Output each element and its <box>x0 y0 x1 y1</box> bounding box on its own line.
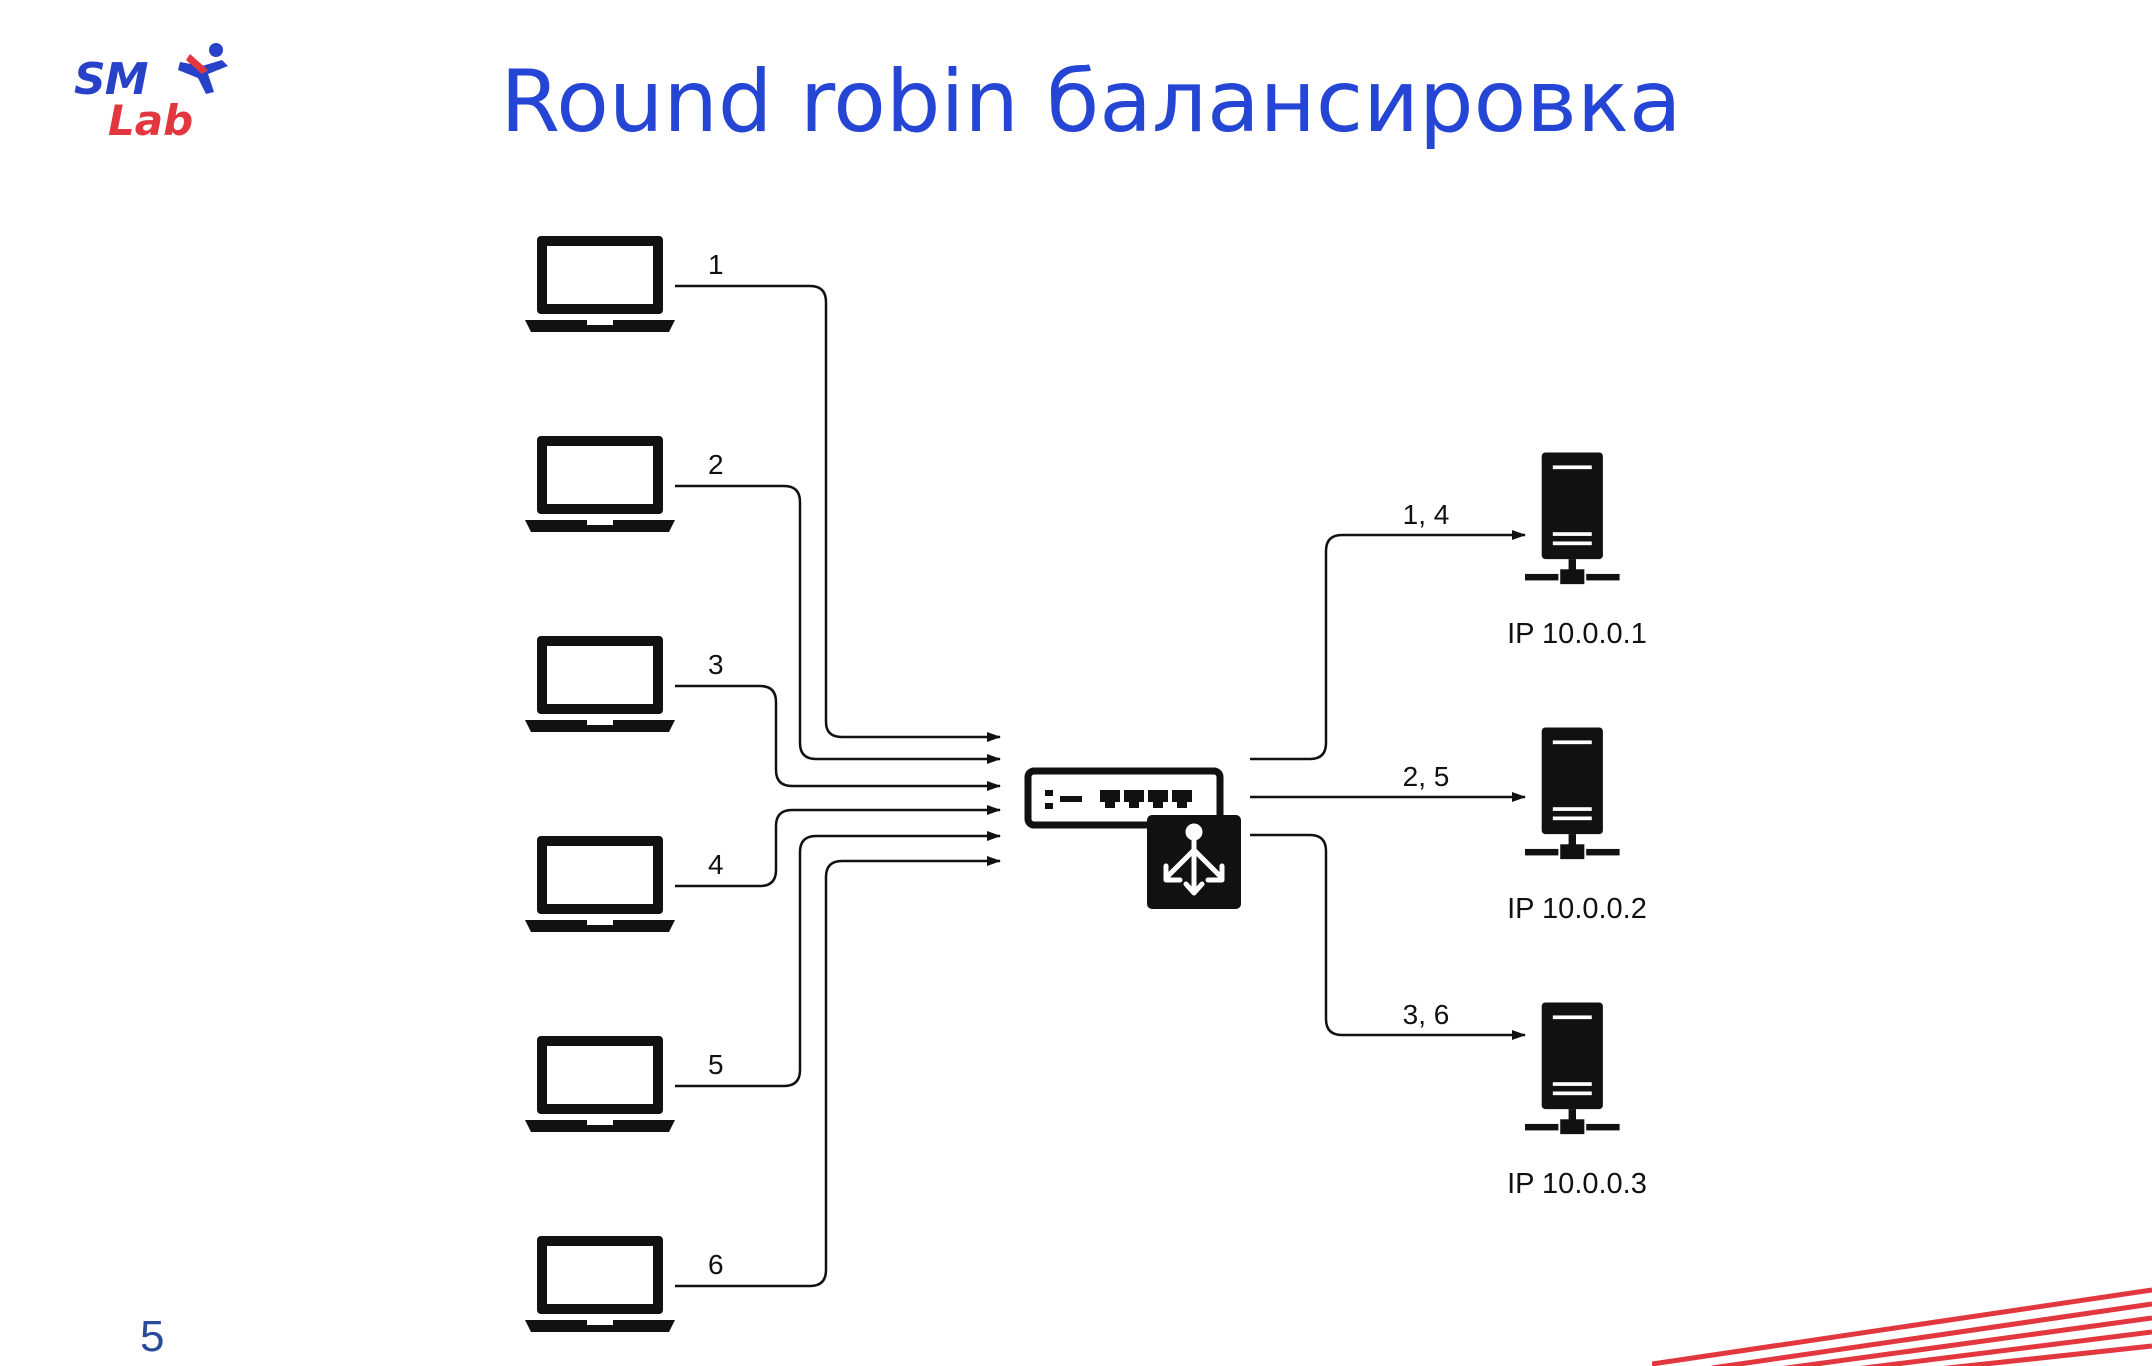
request-labels: 1, 4 2, 5 3, 6 <box>1403 499 1450 1030</box>
servers-group <box>1525 452 1620 1135</box>
logo-text-lab: Lab <box>108 96 194 145</box>
client-labels: 1 2 3 4 5 6 <box>708 249 724 1280</box>
client-label: 5 <box>708 1049 724 1080</box>
client-label: 1 <box>708 249 724 280</box>
laptop-icon <box>525 1036 675 1132</box>
connection-line-3 <box>675 684 1001 791</box>
logo-text-sm: SM <box>74 54 148 105</box>
decorative-stripes <box>1652 1287 2152 1366</box>
client-label: 6 <box>708 1249 724 1280</box>
clients-group <box>525 236 675 1332</box>
server-requests-label: 3, 6 <box>1403 999 1450 1030</box>
client-label: 3 <box>708 649 724 680</box>
server-icon <box>1525 452 1620 585</box>
server-line-1 <box>1250 530 1526 761</box>
server-line-3 <box>1250 833 1526 1040</box>
laptop-icon <box>525 1236 675 1332</box>
runner-icon <box>178 43 228 94</box>
smlab-logo: SM Lab <box>70 40 240 150</box>
load-balancer-icon <box>1024 767 1241 909</box>
server-icon <box>1525 727 1620 860</box>
server-requests-label: 1, 4 <box>1403 499 1450 530</box>
connection-line-6 <box>675 856 1001 1288</box>
laptop-icon <box>525 836 675 932</box>
server-ip-label: IP 10.0.0.3 <box>1507 1168 1647 1200</box>
connection-line-4 <box>675 805 1001 888</box>
laptop-icon <box>525 236 675 332</box>
server-connections <box>1250 530 1526 1040</box>
laptop-icon <box>525 636 675 732</box>
page-number: 5 <box>140 1312 165 1361</box>
laptop-icon <box>525 436 675 532</box>
server-ip-label: IP 10.0.0.2 <box>1507 893 1647 925</box>
client-label: 2 <box>708 449 724 480</box>
server-icon <box>1525 1002 1620 1135</box>
slide-title: Round robin балансировка <box>500 52 1682 152</box>
client-label: 4 <box>708 849 724 880</box>
connection-line-2 <box>675 484 1001 764</box>
server-requests-label: 2, 5 <box>1403 761 1450 792</box>
server-ip-labels: IP 10.0.0.1 IP 10.0.0.2 IP 10.0.0.3 <box>1507 618 1647 1200</box>
server-ip-label: IP 10.0.0.1 <box>1507 618 1647 650</box>
connection-line-5 <box>675 831 1001 1088</box>
client-connections <box>675 284 1001 1288</box>
connection-line-1 <box>675 284 1001 742</box>
